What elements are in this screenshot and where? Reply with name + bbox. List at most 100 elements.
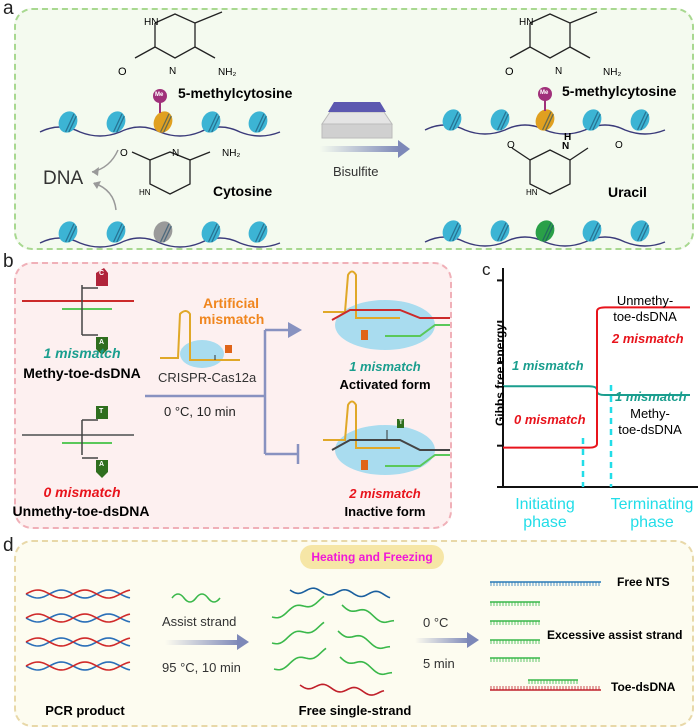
pcr-product-label: PCR product bbox=[45, 703, 125, 718]
ss-green bbox=[273, 647, 327, 671]
bisulfite-arrow bbox=[320, 146, 400, 152]
cas12a-icon bbox=[160, 310, 240, 368]
panel-d-label: d bbox=[3, 535, 14, 556]
label-uracil: Uracil bbox=[608, 184, 647, 200]
label-cytosine: Cytosine bbox=[213, 183, 273, 199]
assist-strand-icon bbox=[171, 593, 221, 603]
molecule-5mc-left bbox=[134, 11, 223, 59]
artificial-label: Artificial bbox=[203, 295, 260, 311]
unmethy-toe-dsdna-label: Unmethy-toe-dsDNA bbox=[12, 503, 150, 519]
free-nts-label: Free NTS bbox=[617, 575, 670, 589]
step2-time-label: 5 min bbox=[423, 656, 455, 671]
phase-terminating-line1: Terminating bbox=[610, 496, 694, 513]
methyl-badge-right bbox=[538, 87, 552, 101]
toe-dsdna-label: Toe-dsDNA bbox=[611, 680, 676, 694]
ss-green bbox=[271, 595, 325, 619]
atom-o: O bbox=[120, 148, 128, 159]
assist-strand bbox=[490, 657, 540, 662]
nucleosome bbox=[630, 220, 650, 242]
free-single-strand-label: Free single-strand bbox=[298, 703, 412, 718]
atom-o: O bbox=[507, 140, 515, 151]
assist-strand bbox=[490, 620, 540, 625]
nucleosome bbox=[248, 221, 268, 243]
atom-nh2: NH₂ bbox=[603, 67, 622, 78]
dna-strand-unmethylated-left bbox=[39, 237, 281, 248]
base-a-tag bbox=[96, 460, 108, 478]
nucleosome-marked bbox=[535, 220, 555, 242]
nucleosome bbox=[490, 109, 510, 131]
label-2-mismatch: 2 mismatch bbox=[612, 331, 684, 346]
ss-blue bbox=[289, 587, 391, 599]
nucleosome bbox=[490, 220, 510, 242]
pcr-helix bbox=[25, 613, 131, 623]
panel-c-label: c bbox=[482, 260, 491, 279]
activated-mismatch-label: 1 mismatch bbox=[349, 359, 421, 374]
activated-complex bbox=[323, 270, 450, 350]
mismatch-label: mismatch bbox=[199, 311, 265, 327]
panel-a-label: a bbox=[3, 0, 14, 19]
free-single-strands bbox=[271, 587, 395, 696]
assist-strand-label: Assist strand bbox=[162, 614, 237, 629]
inactive-complex bbox=[323, 400, 450, 475]
base-c-tag bbox=[96, 268, 108, 286]
step2-arrow bbox=[415, 638, 470, 643]
heating-freezing-badge: Heating and Freezing bbox=[300, 545, 444, 569]
nucleosome-marked bbox=[153, 111, 173, 133]
atom-o: O bbox=[505, 66, 514, 78]
atom-n: N bbox=[562, 141, 570, 152]
nucleosome-marked bbox=[535, 109, 555, 131]
toe-dsdna-strand bbox=[490, 686, 601, 691]
phase-terminating-line2: phase bbox=[630, 514, 674, 531]
label-bisulfite: Bisulfite bbox=[333, 164, 379, 179]
nucleosome bbox=[58, 221, 78, 243]
series-line-unmethy bbox=[503, 306, 690, 449]
base-t-tag bbox=[96, 406, 108, 419]
base-t-label: T bbox=[99, 408, 104, 415]
me-text-left: Me bbox=[155, 92, 164, 98]
step1-condition-label: 95 °C, 10 min bbox=[162, 660, 241, 675]
activated-form-label: Activated form bbox=[339, 377, 431, 392]
inactive-mismatch-label: 2 mismatch bbox=[349, 486, 421, 501]
atom-nh2: NH₂ bbox=[218, 67, 237, 78]
base-a-tag bbox=[96, 337, 108, 355]
inactive-base-t-label: T bbox=[399, 420, 403, 426]
atom-nh2: NH₂ bbox=[222, 148, 241, 159]
unmethy-label-line1: Unmethy- bbox=[616, 293, 674, 308]
nucleosome bbox=[582, 220, 602, 242]
atom-o: O bbox=[118, 66, 127, 78]
molecule-uracil bbox=[511, 147, 589, 195]
nucleosome bbox=[248, 111, 268, 133]
methy-probe-diagram bbox=[22, 268, 134, 355]
atom-hn: HN bbox=[526, 188, 538, 197]
label-1-mismatch-left: 1 mismatch bbox=[512, 358, 584, 373]
panel-d-frame bbox=[14, 540, 694, 727]
base-a-label: A bbox=[99, 461, 105, 468]
atom-hn: HN bbox=[139, 188, 151, 197]
nucleosome bbox=[201, 111, 221, 133]
atom-o: O bbox=[615, 140, 623, 151]
phase-initiating-line2: phase bbox=[523, 514, 567, 531]
pcr-helix bbox=[25, 637, 131, 647]
unmethy-label-line2: toe-dsDNA bbox=[613, 309, 677, 324]
dna-strand-converted-right bbox=[424, 236, 666, 247]
label-5-methylcytosine-right: 5-methylcytosine bbox=[562, 83, 677, 99]
label-5-methylcytosine-left: 5-methylcytosine bbox=[178, 85, 293, 101]
inactive-form-label: Inactive form bbox=[344, 504, 426, 519]
unmethy-probe-diagram bbox=[22, 406, 134, 478]
cas12a-label: CRISPR-Cas12a bbox=[158, 370, 257, 385]
methyl-badge-left bbox=[153, 89, 167, 103]
nucleosome-marked bbox=[153, 221, 173, 243]
panel-b-label: b bbox=[3, 251, 14, 272]
nucleosome bbox=[58, 111, 78, 133]
assist-strand bbox=[490, 639, 540, 644]
label-0-mismatch: 0 mismatch bbox=[514, 412, 586, 427]
nucleosome bbox=[106, 221, 126, 243]
bisulfite-plate-icon bbox=[321, 102, 393, 139]
molecule-5mc-right bbox=[509, 11, 598, 59]
branch-arrows bbox=[145, 328, 300, 464]
atom-hn: HN bbox=[519, 17, 534, 28]
nucleosome bbox=[201, 221, 221, 243]
